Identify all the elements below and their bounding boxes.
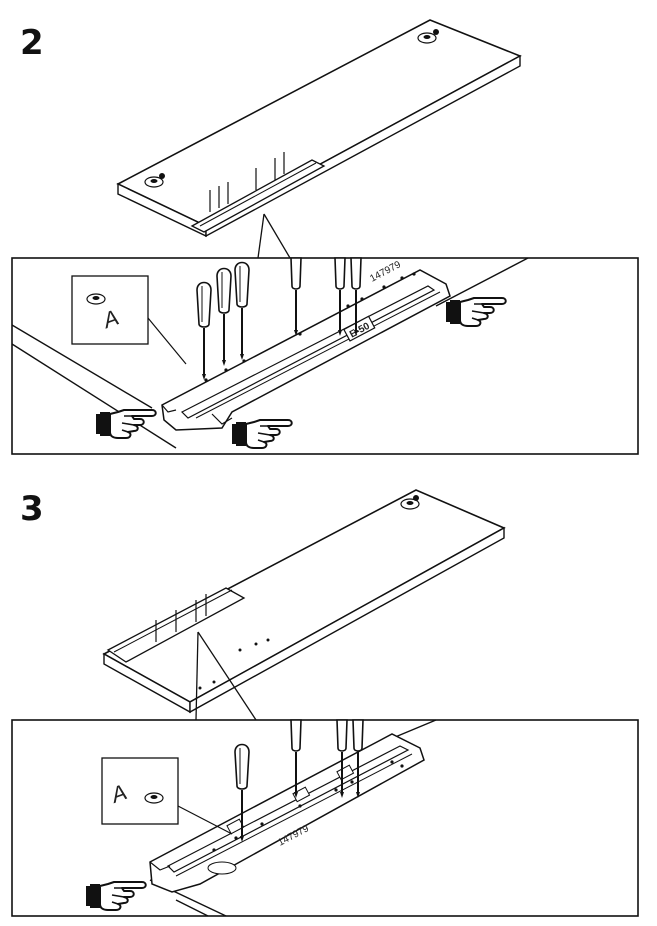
step-3-overview-panel	[102, 489, 506, 714]
step-2-number: 2	[20, 23, 44, 63]
step-3-detail-box: 147979 A	[11, 719, 639, 917]
drill-hole-icon	[417, 32, 437, 44]
step-2-detail-box: 147979 E-50 A	[11, 257, 639, 455]
step-3-number: 3	[20, 489, 44, 529]
drill-hole-icon	[144, 176, 164, 188]
step-2-overview-panel	[116, 19, 522, 238]
